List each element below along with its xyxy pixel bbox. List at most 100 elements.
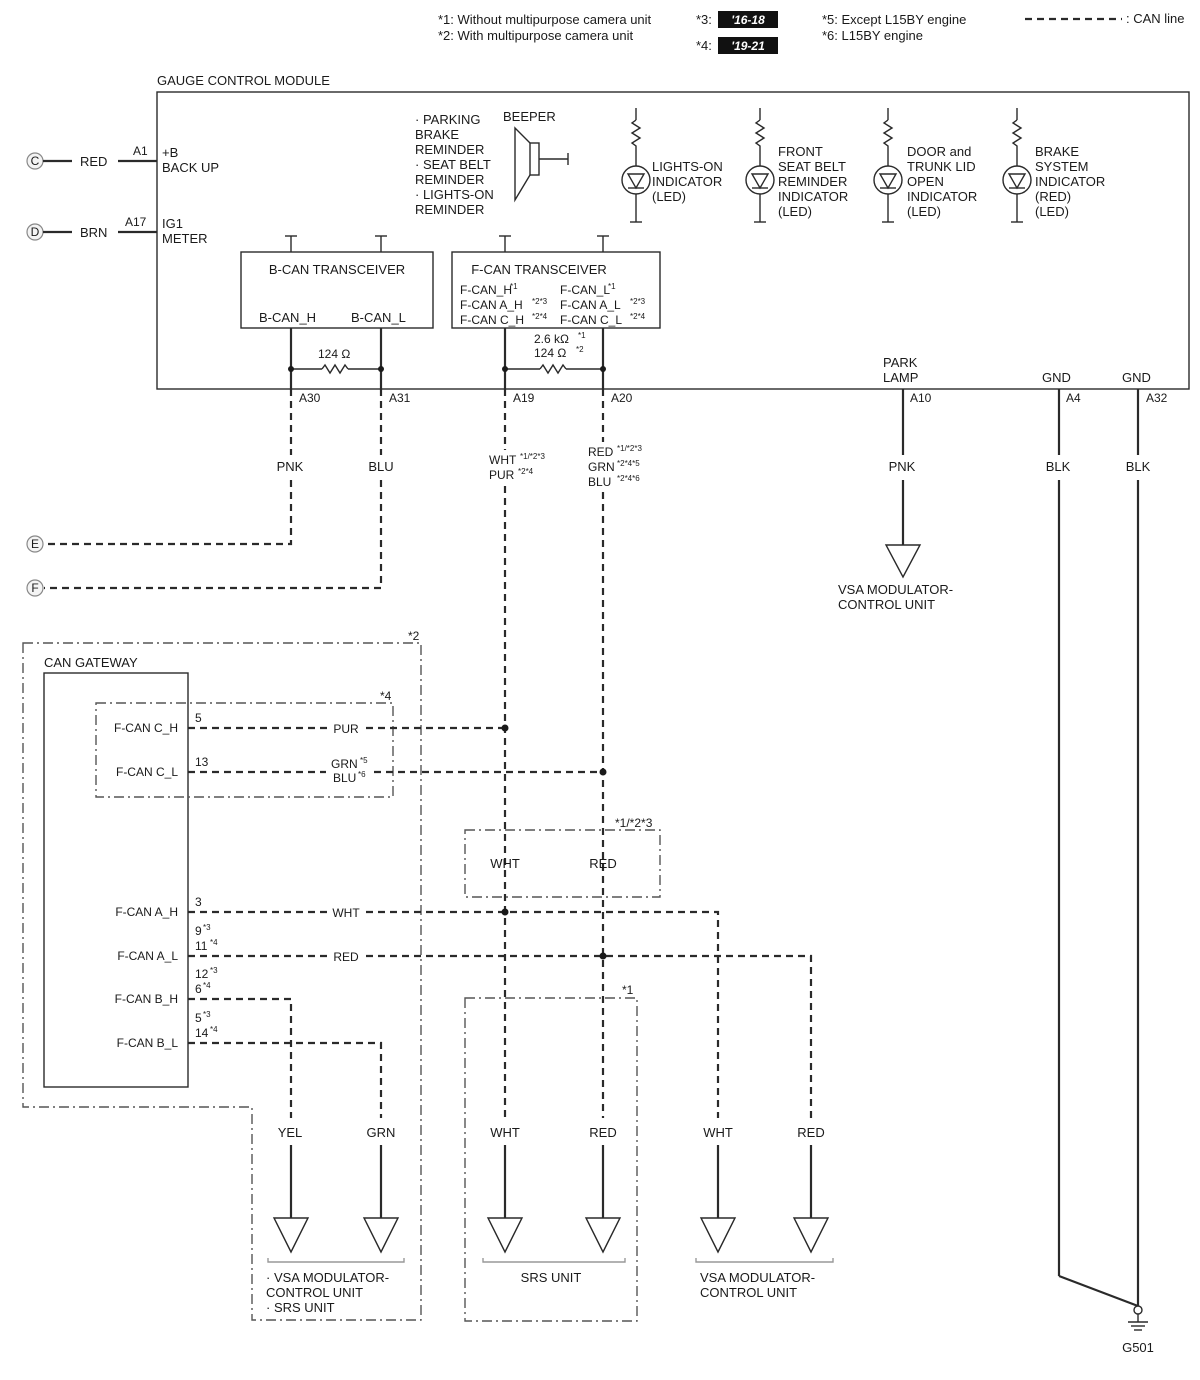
input-wiring: C RED A1 +B BACK UP D BRN A17 IG1 METER [26, 144, 219, 246]
legend-note-5: *5: Except L15BY engine [822, 12, 966, 27]
pin-gw-5b-note: *3 [203, 1010, 211, 1019]
arrow-grn [362, 1217, 400, 1254]
fcan-h3-note: *2*4 [532, 312, 548, 321]
gauge-control-module [156, 91, 1190, 390]
option-red-label: RED [589, 856, 616, 871]
backup-label-2: BACK UP [162, 160, 219, 175]
wire-brn-label: BRN [80, 225, 107, 240]
fcan-transceiver: F-CAN TRANSCEIVER F-CAN_H *1 F-CAN A_H *… [451, 235, 661, 389]
pin-gw-11-note: *4 [210, 938, 218, 947]
year-badge-19-21 [718, 37, 778, 54]
connector-d-label: D [31, 225, 40, 239]
bcan-transceiver-box [240, 251, 434, 329]
wire-red20-label: RED [588, 445, 614, 459]
pin-gw-14-note: *4 [210, 1025, 218, 1034]
pin-a10: A10 [910, 391, 932, 405]
fcan-h1-note: *1 [510, 282, 518, 291]
vsa-top-label-1: VSA MODULATOR- [838, 582, 953, 597]
wire-blk-a4-label: BLK [1046, 459, 1071, 474]
dest-srs: SRS UNIT [521, 1270, 582, 1285]
fcan-l3: F-CAN C_L [560, 313, 622, 327]
vsa-top-label-2: CONTROL UNIT [838, 597, 935, 612]
wire-grn20-note: *2*4*5 [617, 459, 640, 468]
gateway-frame-note: *2 [408, 629, 420, 643]
pin-a31: A31 [389, 391, 411, 405]
option-frame-srs [464, 997, 638, 1322]
wire-grn20-label: GRN [588, 460, 615, 474]
reminder-line-7: REMINDER [415, 202, 484, 217]
bcan-resistor-label: 124 Ω [318, 347, 350, 361]
park-lamp-label-1: PARK [883, 355, 918, 370]
can-gateway-section: *2 CAN GATEWAY *4 F-CAN C_H F-CAN C_L F-… [22, 629, 422, 1321]
pin-a20: A20 [611, 391, 633, 405]
wire-pur-label: PUR [489, 468, 515, 482]
fcan-h2-note: *2*3 [532, 297, 548, 306]
fcan-resistor-icon [539, 363, 567, 375]
fcan-resistor-1: 2.6 kΩ [534, 332, 569, 346]
indicator-lights-on-1: LIGHTS-ON [652, 159, 723, 174]
fcan-l2-note: *2*3 [630, 297, 646, 306]
pin-a1: A1 [133, 144, 148, 158]
fcan-title: F-CAN TRANSCEIVER [471, 262, 607, 277]
dest-combo-1: · VSA MODULATOR- [266, 1270, 389, 1285]
pin-gw-5: 5 [195, 711, 202, 725]
reminder-line-5: REMINDER [415, 172, 484, 187]
wire-grn-gw-label: GRN [331, 757, 358, 771]
year-badge-16-18-text: '16-18 [731, 13, 765, 27]
legend-note-4: *4: [696, 38, 712, 53]
gateway-sub-frame [95, 702, 394, 798]
bottom-destinations: YEL GRN WHT RED WHT RED · VSA MODULATOR-… [266, 1125, 834, 1315]
backup-label-1: +B [162, 145, 178, 160]
legend-note-6: *6: L15BY engine [822, 28, 923, 43]
arrow-wht-vsa [699, 1217, 737, 1254]
ground-wiring: BLK BLK G501 [1046, 389, 1154, 1355]
fcan-resistor-1-note: *1 [578, 331, 586, 340]
indicator-brake-2: SYSTEM [1035, 159, 1088, 174]
legend: *1: Without multipurpose camera unit *2:… [438, 11, 1185, 54]
pin-gw-6: 6 [195, 982, 202, 996]
fcan-resistor-2-note: *2 [576, 345, 584, 354]
ground-icon [1128, 1305, 1148, 1331]
wire-blu-gw-note: *6 [358, 770, 366, 779]
wire-red20-note: *1/*2*3 [617, 444, 642, 453]
wire-wht-gw-label: WHT [332, 906, 360, 920]
pin-gw-3: 3 [195, 895, 202, 909]
indicator-seatbelt-4: INDICATOR [778, 189, 848, 204]
park-lamp-wiring: PNK VSA MODULATOR- CONTROL UNIT [838, 389, 953, 612]
wire-pnk-label: PNK [277, 459, 304, 474]
wire-blu-gw-label: BLU [333, 771, 356, 785]
wire-wht-note: *1/*2*3 [520, 452, 545, 461]
fcan-bus: WHT *1/*2*3 PUR *2*4 RED *1/*2*3 GRN *2*… [489, 389, 642, 1118]
vsa-top-arrow [884, 544, 922, 579]
pin-gw-5b: 5 [195, 1011, 202, 1025]
indicator-lights-on-2: INDICATOR [652, 174, 722, 189]
wire-blk-a32-label: BLK [1126, 459, 1151, 474]
bcan-l-label: B-CAN_L [351, 310, 406, 325]
legend-can-line: : CAN line [1126, 11, 1185, 26]
ground-label: G501 [1122, 1340, 1154, 1355]
connector-f-label: F [31, 581, 38, 595]
indicator-brake-1: BRAKE [1035, 144, 1079, 159]
fcan-l1: F-CAN_L [560, 283, 610, 297]
wire-blu20-note: *2*4*6 [617, 474, 640, 483]
wire-wht-vsa-label: WHT [703, 1125, 733, 1140]
gauge-module-title: GAUGE CONTROL MODULE [157, 73, 330, 88]
fcan-h2: F-CAN A_H [460, 298, 523, 312]
gateway-a-h: F-CAN A_H [115, 905, 178, 919]
year-badge-16-18 [718, 11, 778, 28]
wire-grn-label: GRN [367, 1125, 396, 1140]
pin-gw-9: 9 [195, 924, 202, 938]
pin-a4: A4 [1066, 391, 1081, 405]
fcan-h1: F-CAN_H [460, 283, 512, 297]
reminder-block: · PARKING BRAKE REMINDER · SEAT BELT REM… [415, 109, 569, 217]
fcan-l3-note: *2*4 [630, 312, 646, 321]
pin-a32: A32 [1146, 391, 1168, 405]
gnd-label-a32: GND [1122, 370, 1151, 385]
wire-blu20-label: BLU [588, 475, 611, 489]
legend-note-2: *2: With multipurpose camera unit [438, 28, 633, 43]
bcan-resistor-icon [321, 363, 349, 375]
indicator-brake-4: (RED) [1035, 189, 1071, 204]
ig1-label-1: IG1 [162, 216, 183, 231]
option-wht-label: WHT [490, 856, 520, 871]
option-frame-srs-note: *1 [622, 983, 634, 997]
